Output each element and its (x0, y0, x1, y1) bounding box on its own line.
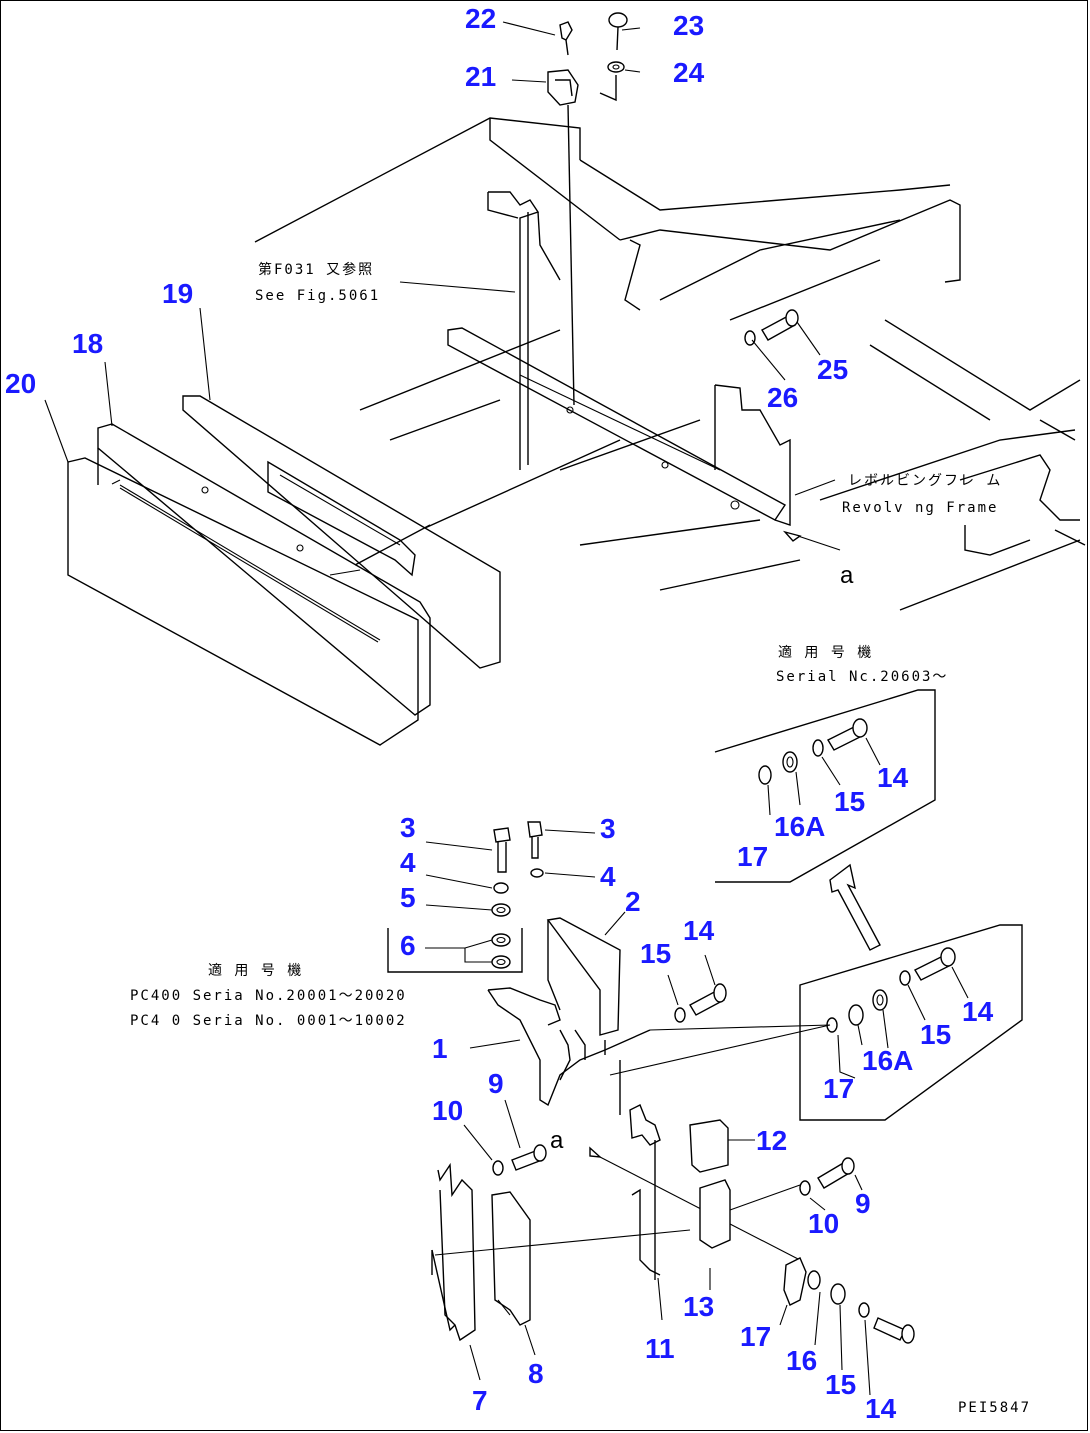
part-label-15-bottom: 15 (825, 1369, 856, 1400)
upright-bracket (487, 191, 561, 470)
part-label-17-serial: 17 (737, 841, 768, 872)
part-label-3-left: 3 (400, 812, 416, 843)
see-fig-note-en: See Fig.5061 (255, 288, 380, 304)
bolt-14-washer-15-mid (649, 954, 831, 1031)
models-note-pc400: PC400 Seria No.20001～20020 (130, 988, 407, 1004)
part-label-15-serial: 15 (834, 786, 865, 817)
view-a-label-lower: a (550, 1127, 564, 1154)
part-label-4-right: 4 (600, 861, 616, 892)
part-label-14-bottom: 14 (865, 1393, 897, 1424)
drawing-code: PEI5847 (958, 1400, 1031, 1416)
part-label-3-right: 3 (600, 813, 616, 844)
clip-11 (629, 1104, 663, 1321)
top-fasteners (547, 12, 628, 106)
serial-note-jp: 適 用 号 機 (778, 644, 873, 661)
part-label-11: 11 (645, 1333, 675, 1364)
part-label-15-box: 15 (920, 1019, 951, 1050)
see-fig-note-jp: 第F031 又参照 (258, 261, 374, 278)
models-note-jp: 適 用 号 機 (208, 962, 303, 979)
pads-12-13 (689, 1119, 755, 1290)
part-label-15-mid: 15 (640, 938, 671, 969)
part-label-14-mid: 14 (683, 915, 715, 946)
part-label-5: 5 (400, 882, 416, 913)
part-label-12: 12 (756, 1125, 787, 1156)
crossbar-assembly (447, 327, 791, 526)
serial-detail-box (714, 689, 936, 883)
part-label-9-left: 9 (488, 1068, 504, 1099)
part-label-18: 18 (72, 328, 103, 359)
part-label-16-bottom: 16 (786, 1345, 817, 1376)
part-label-26: 26 (767, 382, 798, 413)
bracket-1-plate-2 (469, 911, 651, 1115)
leaders-upper (44, 21, 841, 551)
part-label-16a-serial: 16A (774, 811, 825, 842)
part-label-1: 1 (432, 1033, 448, 1064)
part-label-8: 8 (528, 1358, 544, 1389)
lower-detail-box (609, 924, 1023, 1121)
part-label-25: 25 (817, 354, 848, 385)
part-label-14-box: 14 (962, 996, 994, 1027)
part-label-24: 24 (673, 57, 705, 88)
frame-note-en: Revolv ng Frame (842, 500, 998, 516)
part-label-10-right: 10 (808, 1208, 839, 1239)
bolt-25-washer-26 (744, 309, 799, 346)
revolving-frame-outline (254, 117, 1086, 611)
part-label-14-serial: 14 (877, 762, 909, 793)
part-label-13: 13 (683, 1291, 714, 1322)
part-label-20: 20 (5, 368, 36, 399)
serial-note-en: Serial Nc.20603～ (776, 669, 948, 685)
part-label-2: 2 (625, 886, 641, 917)
frame-note-jp: レボルビングフレ ム (848, 473, 1002, 489)
part-label-9-right: 9 (855, 1188, 871, 1219)
part-label-4-left: 4 (400, 847, 416, 878)
rod (567, 104, 575, 406)
bolt-stack-3-6 (387, 821, 596, 973)
bolt-9-washer-10-right (729, 1157, 863, 1211)
view-a-label-upper: a (840, 562, 854, 589)
part-label-17-box: 17 (823, 1073, 854, 1104)
part-label-21: 21 (465, 61, 496, 92)
detail-arrow (829, 863, 881, 951)
part-label-6: 6 (400, 930, 416, 961)
part-label-17-bottom: 17 (740, 1321, 771, 1352)
models-note-pc4x0: PC4 0 Seria No. 0001～10002 (130, 1013, 407, 1029)
part-label-22: 22 (465, 3, 496, 34)
bottom-fasteners (779, 1257, 915, 1396)
covers-7-8 (431, 1162, 536, 1381)
bolt-9-washer-10-left (463, 1099, 547, 1176)
part-label-19: 19 (162, 278, 193, 309)
part-label-7: 7 (472, 1385, 488, 1416)
part-label-16a-box: 16A (862, 1045, 913, 1076)
side-panels (67, 395, 621, 746)
part-label-23: 23 (673, 10, 704, 41)
part-label-10-left: 10 (432, 1095, 463, 1126)
